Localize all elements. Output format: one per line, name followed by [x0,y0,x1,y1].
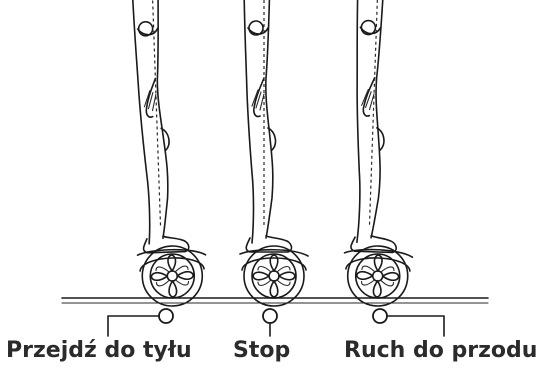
rider-stop-figure [240,0,308,306]
callout-stop [263,309,277,336]
rider-backward-figure [128,0,207,307]
label-stop: Stop [233,338,290,364]
label-move-backward: Przejdź do tyłu [6,338,192,364]
callout-backward [108,309,173,336]
callout-forward [373,309,444,336]
rider-forward-figure [343,0,422,307]
label-move-forward: Ruch do przodu [344,338,537,364]
